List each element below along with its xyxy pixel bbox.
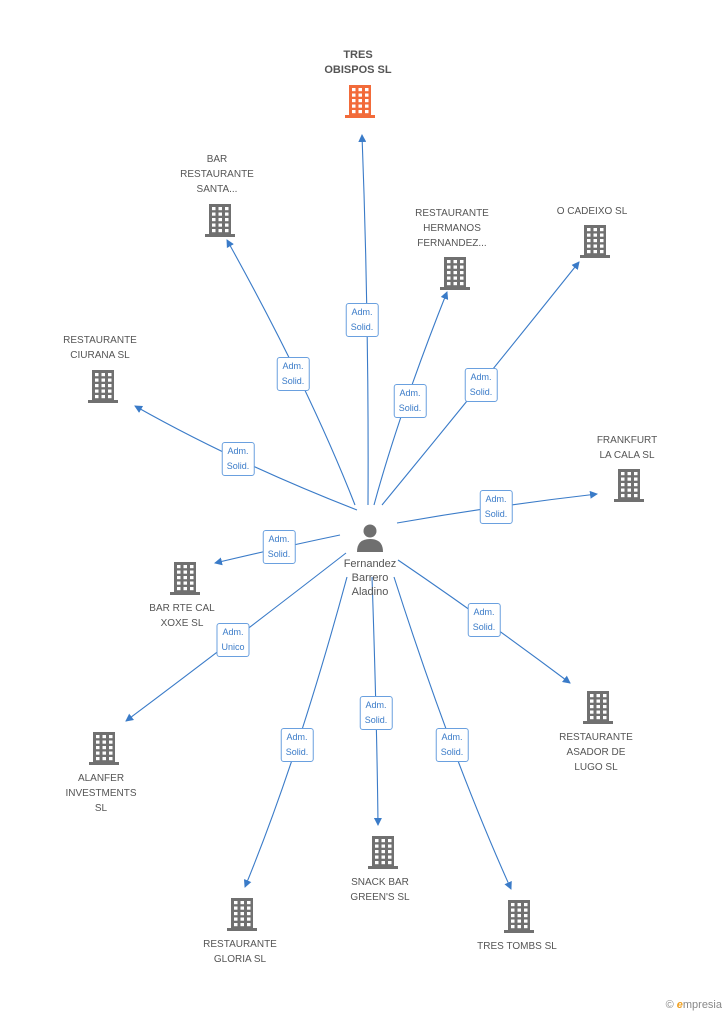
- company-label-alanfer-investments[interactable]: ALANFER INVESTMENTS SL: [65, 773, 137, 814]
- building-icon-tres-tombs: [504, 900, 534, 933]
- company-label-bar-restaurante-santa[interactable]: BAR RESTAURANTE SANTA...: [180, 154, 254, 195]
- building-icon-bar-restaurante-santa: [205, 204, 235, 237]
- brand-name: mpresia: [682, 999, 722, 1011]
- role-tag-restaurante-hermanos: Adm. Solid.: [393, 384, 427, 418]
- building-icon-tres-obispos: [345, 85, 375, 118]
- brand-initial: e: [676, 999, 683, 1011]
- person-icon: [357, 524, 383, 552]
- building-icon-restaurante-hermanos: [440, 257, 470, 290]
- role-tag-tres-obispos: Adm. Solid.: [345, 303, 379, 337]
- person-name[interactable]: Fernandez Barrero Aladino: [343, 558, 397, 598]
- company-label-bar-rte-cal-xoxe[interactable]: BAR RTE CAL XOXE SL: [149, 603, 215, 629]
- role-tag-bar-restaurante-santa: Adm. Solid.: [276, 357, 310, 391]
- company-label-o-cadeixo[interactable]: O CADEIXO SL: [556, 206, 628, 217]
- building-icon-restaurante-asador-lugo: [583, 691, 613, 724]
- role-tag-bar-rte-cal-xoxe: Adm. Solid.: [262, 530, 296, 564]
- building-icon-frankfurt-la-cala: [614, 469, 644, 502]
- company-label-restaurante-ciurana[interactable]: RESTAURANTE CIURANA SL: [63, 335, 137, 361]
- role-tag-alanfer-investments: Adm. Unico: [216, 623, 250, 657]
- building-icon-o-cadeixo: [580, 225, 610, 258]
- role-tag-restaurante-asador-lugo: Adm. Solid.: [467, 603, 501, 637]
- company-label-tres-obispos[interactable]: TRES OBISPOS SL: [324, 49, 392, 76]
- role-tag-snack-bar-greens: Adm. Solid.: [359, 696, 393, 730]
- company-label-restaurante-hermanos[interactable]: RESTAURANTE HERMANOS FERNANDEZ...: [415, 208, 489, 249]
- company-label-frankfurt-la-cala[interactable]: FRANKFURT LA CALA SL: [596, 435, 658, 461]
- building-icon-alanfer-investments: [89, 732, 119, 765]
- company-label-restaurante-gloria[interactable]: RESTAURANTE GLORIA SL: [203, 939, 277, 965]
- building-icon-bar-rte-cal-xoxe: [170, 562, 200, 595]
- brand-watermark: © empresia: [666, 999, 722, 1011]
- company-label-snack-bar-greens[interactable]: SNACK BAR GREEN'S SL: [350, 877, 410, 903]
- role-tag-tres-tombs: Adm. Solid.: [435, 728, 469, 762]
- role-tag-restaurante-ciurana: Adm. Solid.: [221, 442, 255, 476]
- company-label-tres-tombs[interactable]: TRES TOMBS SL: [477, 941, 557, 952]
- role-tag-frankfurt-la-cala: Adm. Solid.: [479, 490, 513, 524]
- role-tag-restaurante-gloria: Adm. Solid.: [280, 728, 314, 762]
- copyright-symbol: ©: [665, 999, 674, 1011]
- building-icon-snack-bar-greens: [368, 836, 398, 869]
- role-tag-o-cadeixo: Adm. Solid.: [464, 368, 498, 402]
- company-label-restaurante-asador-lugo[interactable]: RESTAURANTE ASADOR DE LUGO SL: [559, 732, 633, 773]
- building-icon-restaurante-gloria: [227, 898, 257, 931]
- building-icon-restaurante-ciurana: [88, 370, 118, 403]
